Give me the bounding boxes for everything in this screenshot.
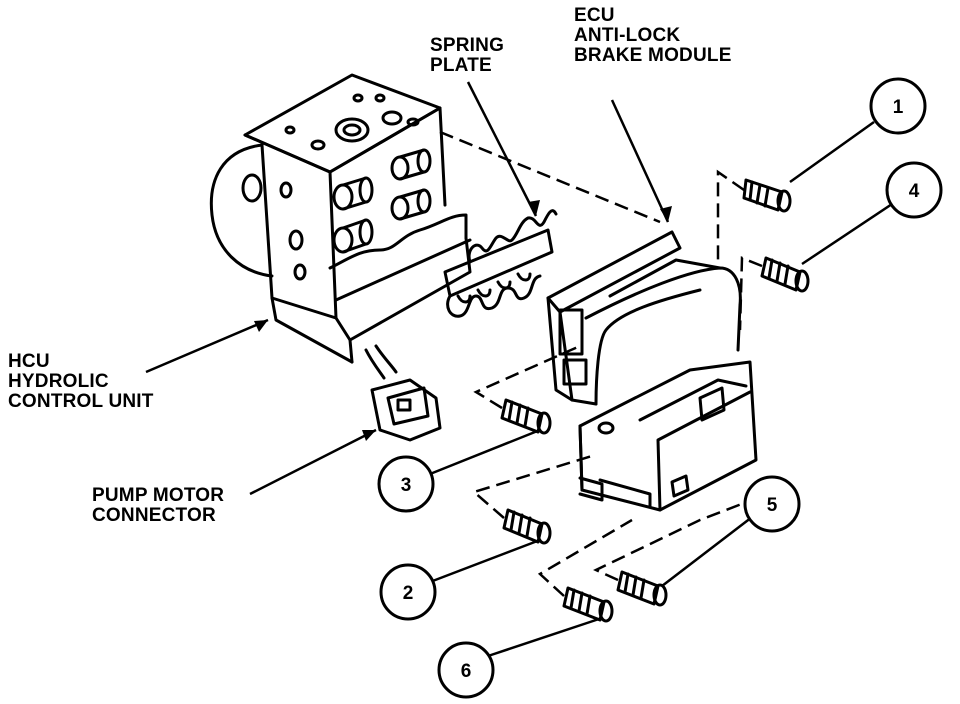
pump-motor-label-line: PUMP MOTOR — [92, 485, 225, 506]
pump-motor-label-line: CONNECTOR — [92, 505, 216, 526]
screw-4 — [760, 256, 810, 293]
ecu-label-line: ECU — [574, 5, 615, 26]
hcu-label-line: HCU — [8, 351, 50, 372]
callout-2: 2 — [379, 563, 437, 621]
callout-6: 6 — [437, 641, 495, 699]
svg-text:5: 5 — [767, 495, 778, 516]
pump-motor-leader — [249, 428, 377, 496]
screw-1 — [742, 178, 792, 213]
callout-3-leader — [429, 428, 541, 476]
screw-5 — [616, 570, 668, 607]
spring-plate-label-line: PLATE — [430, 55, 492, 76]
svg-text:6: 6 — [461, 661, 472, 682]
svg-text:3: 3 — [401, 475, 412, 496]
pump-motor-connector-label: PUMP MOTOR CONNECTOR — [92, 486, 224, 526]
callout-4-leader — [801, 202, 893, 266]
ecu-label-line: ANTI-LOCK — [574, 25, 681, 46]
ecu-leader — [610, 99, 670, 223]
callout-3: 3 — [377, 455, 435, 513]
screw-3 — [500, 398, 552, 435]
svg-text:4: 4 — [909, 181, 920, 202]
leader-arrows — [254, 200, 672, 441]
hcu-label: HCU HYDROLIC CONTROL UNIT — [8, 352, 154, 412]
spring-plate-leader — [466, 81, 538, 217]
spring-plate — [443, 209, 558, 318]
screws — [500, 178, 810, 623]
callout-1: 1 — [869, 77, 927, 135]
pump-motor-connector — [364, 344, 442, 442]
callout-5: 5 — [743, 475, 801, 533]
alignment-lines — [439, 130, 763, 597]
hcu-block — [209, 73, 472, 364]
callout-4: 4 — [885, 161, 943, 219]
spring-plate-label-line: SPRING — [430, 35, 505, 56]
callout-2-leader — [429, 538, 541, 584]
callout-5-leader — [661, 513, 757, 587]
hcu-label-line: HYDROLIC — [8, 371, 109, 392]
svg-text:1: 1 — [893, 97, 904, 118]
ecu-module — [546, 230, 758, 512]
screw-6 — [562, 586, 614, 623]
leader-lines — [145, 81, 893, 658]
screw-2 — [502, 508, 552, 545]
callout-1-leader — [789, 120, 875, 184]
hcu-leader — [145, 318, 269, 374]
ecu-label: ECU ANTI-LOCK BRAKE MODULE — [574, 6, 732, 66]
svg-text:2: 2 — [403, 583, 414, 604]
spring-plate-label: SPRING PLATE — [430, 36, 504, 76]
ecu-label-line: BRAKE MODULE — [574, 45, 732, 66]
callout-6-leader — [487, 616, 603, 658]
hcu-label-line: CONTROL UNIT — [8, 391, 154, 412]
callout-circles: 1 4 3 2 5 6 — [377, 77, 943, 699]
